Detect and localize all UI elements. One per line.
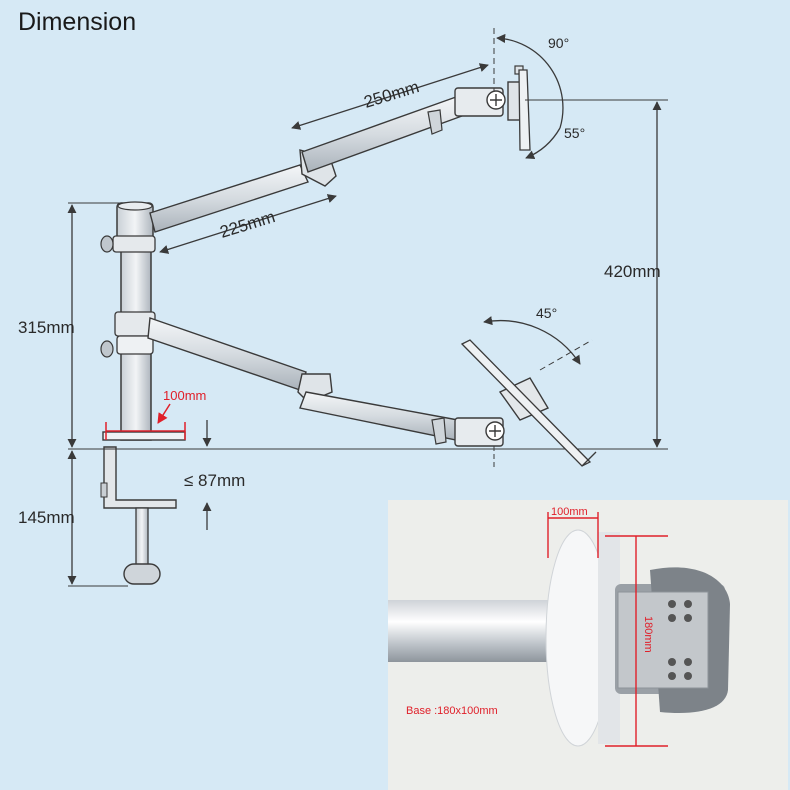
desk-clamp — [100, 431, 186, 585]
label-height-total: 420mm — [604, 262, 661, 281]
label-clamp-opening: ≤ 87mm — [184, 471, 245, 490]
axis-lines — [68, 28, 668, 587]
label-pole-height: 315mm — [18, 318, 75, 337]
label-base-depth: 100mm — [163, 388, 206, 403]
upper-arm — [149, 65, 531, 233]
photo-label-width: 100mm — [551, 506, 588, 518]
mount-pole — [100, 201, 156, 441]
base-depth-marker — [105, 403, 186, 440]
lower-arm — [147, 317, 597, 467]
label-tilt-down: 55° — [564, 125, 585, 141]
label-arm-lower: 225mm — [218, 207, 278, 242]
label-arm-upper: 250mm — [362, 77, 422, 112]
page-title: Dimension — [18, 8, 137, 36]
base-photo-inset: 100mm 180mm Base :180x100mm — [388, 500, 788, 790]
dimension-arrows — [67, 33, 662, 585]
photo-label-height: 180mm — [642, 616, 654, 653]
label-swivel: 45° — [536, 305, 557, 321]
photo-label-base: Base :180x100mm — [406, 705, 498, 717]
label-tilt-up: 90° — [548, 35, 569, 51]
label-clamp-height: 145mm — [18, 508, 75, 527]
